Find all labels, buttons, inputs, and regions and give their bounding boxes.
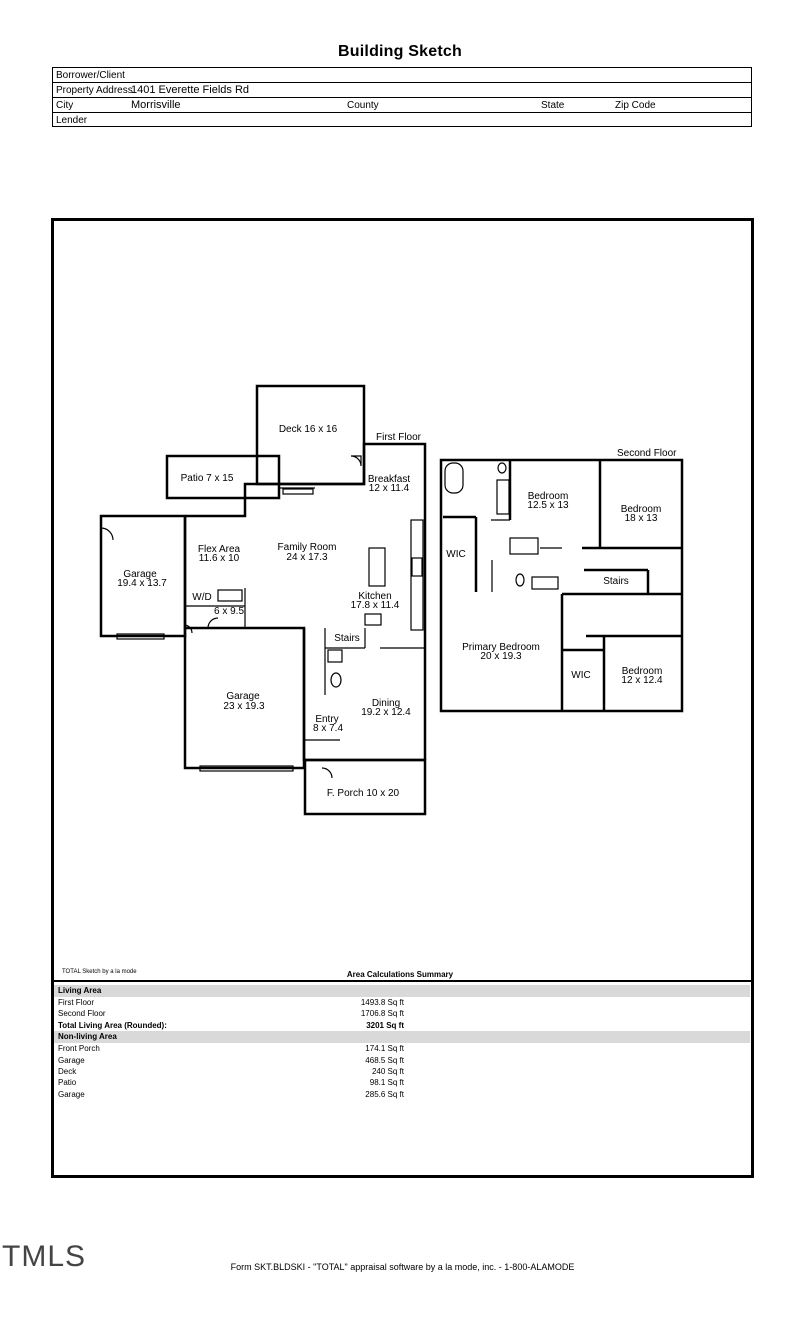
floor-labels: First Floor Second Floor <box>376 432 677 459</box>
area-summary-rule <box>52 980 752 982</box>
total-living-area-label: Total Living Area (Rounded): <box>58 1020 167 1030</box>
city-label: City <box>56 100 74 111</box>
total-living-area-value: 3201 Sq ft <box>366 1020 404 1030</box>
borrower-row: Borrower/Client <box>53 68 751 83</box>
page-title: Building Sketch <box>338 43 462 60</box>
area-row-value: 240 Sq ft <box>371 1066 404 1076</box>
dining-dim: 19.2 x 12.4 <box>361 707 411 718</box>
second-floor-walls <box>439 458 684 713</box>
patio-label: Patio 7 x 15 <box>181 473 234 484</box>
lender-label: Lender <box>56 115 88 126</box>
lender-row: Lender <box>53 113 751 128</box>
city-value: Morrisville <box>131 99 181 111</box>
bedroom-1-name: Bedroom <box>528 491 569 502</box>
city-row: City Morrisville County State Zip Code <box>53 98 751 113</box>
area-row-label: First Floor <box>58 998 94 1007</box>
area-row-label: Garage <box>58 1089 85 1099</box>
area-row-value: 285.6 Sq ft <box>365 1089 404 1099</box>
wd-name: W/D <box>192 592 211 603</box>
patio-outline <box>165 454 281 500</box>
nonliving-area-heading: Non-living Area <box>54 1031 750 1044</box>
bedroom-2-name: Bedroom <box>621 504 662 515</box>
breakfast-name: Breakfast <box>368 474 410 485</box>
bedroom-2-dim: 18 x 13 <box>625 513 658 524</box>
area-row-value: 1706.8 Sq ft <box>360 1009 404 1019</box>
area-row: Front Porch 174.1 Sq ft <box>54 1043 750 1054</box>
kitchen-name: Kitchen <box>358 591 391 602</box>
deck-outline <box>255 384 366 486</box>
state-label: State <box>541 100 565 111</box>
zip-label: Zip Code <box>615 100 656 111</box>
area-row: Deck 240 Sq ft <box>54 1066 750 1077</box>
first-floor-interior <box>100 455 425 779</box>
area-row-label: Front Porch <box>58 1044 100 1054</box>
bedroom-1-dim: 12.5 x 13 <box>527 500 569 511</box>
room-labels: Deck 16 x 16 Patio 7 x 15 Breakfast 12 x… <box>117 424 663 799</box>
porch-label: F. Porch 10 x 20 <box>327 788 400 799</box>
wic-lower-label: WIC <box>571 670 590 681</box>
garage-main-name: Garage <box>226 691 260 702</box>
area-row-label: Patio <box>58 1078 77 1088</box>
area-row: Garage 285.6 Sq ft <box>54 1089 750 1100</box>
second-floor-fixtures <box>444 462 562 592</box>
dining-name: Dining <box>372 698 400 709</box>
bedroom-3-name: Bedroom <box>622 666 663 677</box>
area-row-label: Second Floor <box>58 1009 106 1019</box>
area-row: Patio 98.1 Sq ft <box>54 1077 750 1088</box>
first-floor-label: First Floor <box>376 432 422 443</box>
main-house-outline <box>185 442 427 760</box>
flex-name: Flex Area <box>198 544 241 555</box>
entry-name: Entry <box>315 714 338 725</box>
area-row-value: 98.1 Sq ft <box>369 1078 404 1088</box>
primary-bedroom-dim: 20 x 19.3 <box>480 651 522 662</box>
tmls-logo: TMLS <box>2 1240 87 1273</box>
wic-upper-label: WIC <box>446 549 465 560</box>
entry-dim: 8 x 7.4 <box>313 723 343 734</box>
area-row: Second Floor 1706.8 Sq ft <box>54 1008 750 1019</box>
area-row-value: 1493.8 Sq ft <box>360 998 404 1007</box>
family-name: Family Room <box>278 542 337 553</box>
stairs-second-label: Stairs <box>603 576 629 587</box>
wd-dim: 6 x 9.5 <box>214 606 244 617</box>
total-living-area-row: Total Living Area (Rounded): 3201 Sq ft <box>54 1020 750 1031</box>
garage-main-dim: 23 x 19.3 <box>223 701 265 712</box>
borrower-label: Borrower/Client <box>56 70 125 81</box>
area-row-label: Deck <box>58 1066 77 1076</box>
porch-outline <box>303 758 427 816</box>
area-row: First Floor 1493.8 Sq ft <box>54 997 750 1008</box>
bedroom-3-dim: 12 x 12.4 <box>621 675 663 686</box>
area-row-value: 468.5 Sq ft <box>365 1055 404 1065</box>
area-summary-table: Living Area First Floor 1493.8 Sq ft Sec… <box>54 985 750 1100</box>
area-summary-title: Area Calculations Summary <box>346 970 454 979</box>
form-footer: Form SKT.BLDSKI - "TOTAL" appraisal soft… <box>230 1262 575 1272</box>
primary-bedroom-name: Primary Bedroom <box>462 642 540 653</box>
breakfast-dim: 12 x 11.4 <box>369 483 410 494</box>
living-area-heading: Living Area <box>54 985 750 997</box>
flex-dim: 11.6 x 10 <box>199 553 240 564</box>
kitchen-dim: 17.8 x 11.4 <box>351 600 400 611</box>
second-floor-label: Second Floor <box>617 448 677 459</box>
area-row-label: Garage <box>58 1055 85 1065</box>
family-dim: 24 x 17.3 <box>286 552 328 563</box>
garage-left-dim: 19.4 x 13.7 <box>117 578 167 589</box>
stairs-first-label: Stairs <box>334 633 360 644</box>
property-header: Borrower/Client Property Address 1401 Ev… <box>52 67 752 127</box>
area-row: Garage 468.5 Sq ft <box>54 1055 750 1066</box>
sketch-credit: TOTAL Sketch by a la mode <box>62 969 137 975</box>
deck-label: Deck 16 x 16 <box>279 424 338 435</box>
address-row: Property Address 1401 Everette Fields Rd <box>53 83 751 98</box>
area-row-value: 174.1 Sq ft <box>365 1044 404 1054</box>
address-value: 1401 Everette Fields Rd <box>131 84 250 96</box>
garage-left-name: Garage <box>123 569 157 580</box>
sketch-frame <box>51 218 754 1178</box>
county-label: County <box>347 100 379 111</box>
first-floor-walls <box>99 384 427 816</box>
address-label: Property Address <box>56 85 133 96</box>
